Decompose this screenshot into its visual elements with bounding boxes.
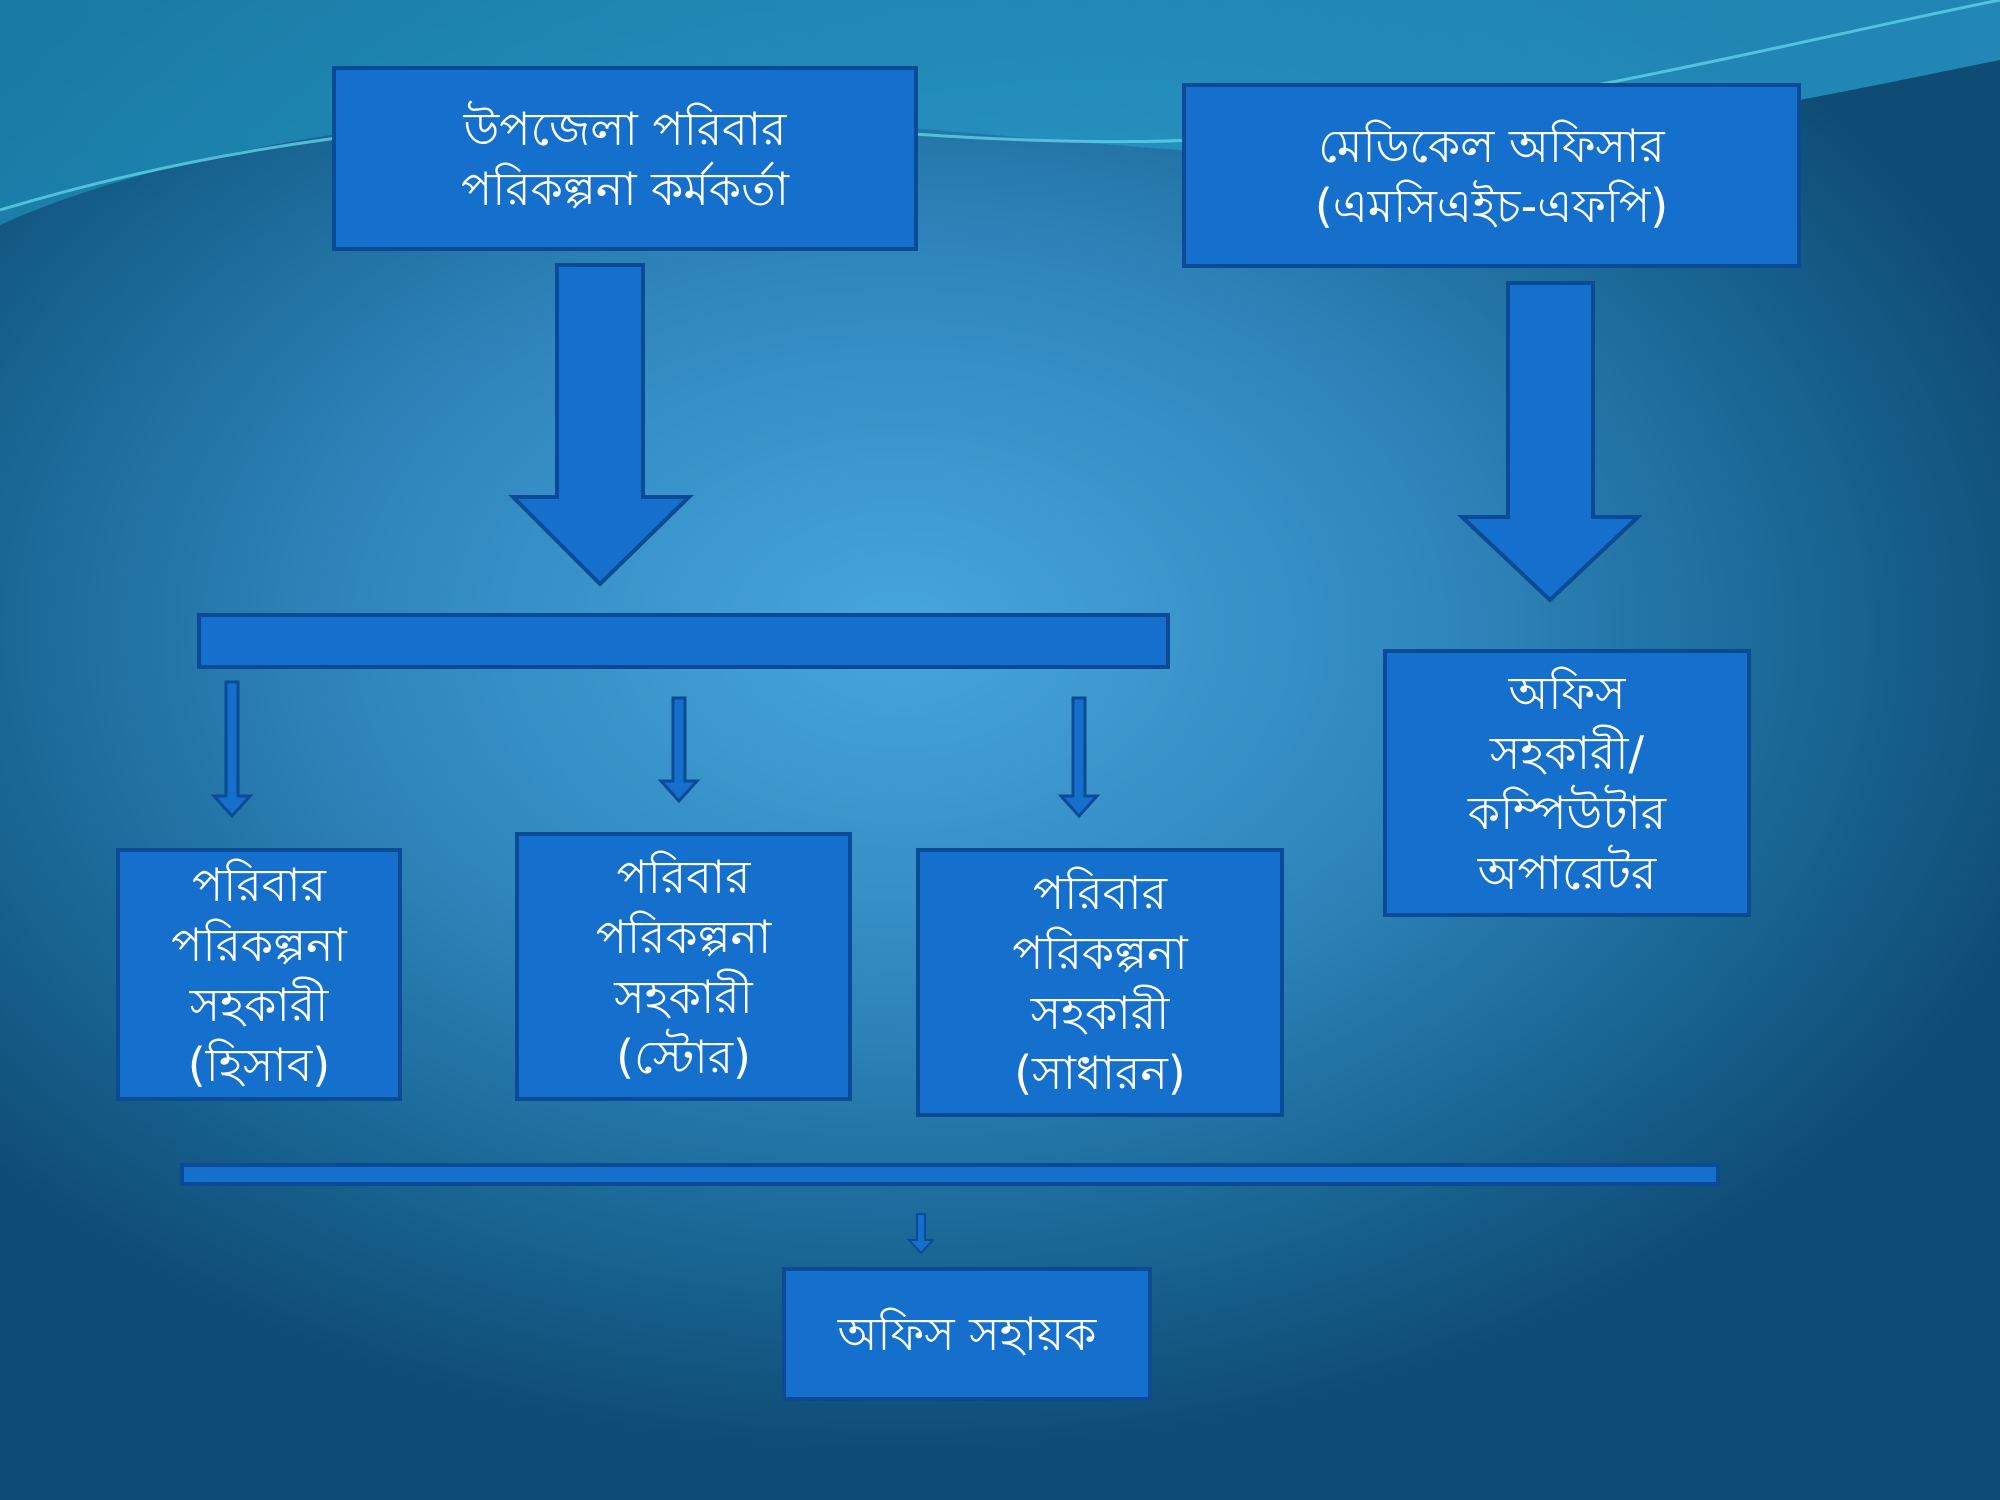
arrow-down-small-2	[657, 696, 701, 804]
node-label: পরিবার পরিকল্পনা সহকারী (স্টোর)	[595, 849, 772, 1084]
arrow-down-small-1	[210, 680, 254, 819]
node-label: পরিবার পরিকল্পনা সহকারী (হিসাব)	[171, 857, 347, 1092]
node-label: উপজেলা পরিবার পরিকল্পনা কর্মকর্তা	[461, 101, 789, 216]
arrow-down-large-left	[508, 263, 694, 587]
node-fpa-store: পরিবার পরিকল্পনা সহকারী (স্টোর)	[515, 832, 852, 1101]
arrow-down-small-3	[1057, 696, 1101, 819]
arrow-down-large-right	[1456, 281, 1644, 603]
node-upazila-officer: উপজেলা পরিবার পরিকল্পনা কর্মকর্তা	[332, 66, 918, 251]
node-label: মেডিকেল অফিসার (এমসিএইচ-এফপি)	[1314, 118, 1669, 233]
arrow-down-small-4	[906, 1213, 936, 1255]
node-office-helper: অফিস সহায়ক	[782, 1267, 1152, 1401]
node-office-assistant-computer-operator: অফিস সহকারী/ কম্পিউটার অপারেটর	[1383, 649, 1751, 917]
connector-bar-top	[197, 613, 1170, 669]
node-fpa-general: পরিবার পরিকল্পনা সহকারী (সাধারন)	[916, 848, 1284, 1117]
header-wave-line	[0, 0, 2000, 212]
connector-bar-bottom	[180, 1163, 1720, 1186]
node-fpa-accounts: পরিবার পরিকল্পনা সহকারী (হিসাব)	[116, 848, 402, 1101]
node-medical-officer: মেডিকেল অফিসার (এমসিএইচ-এফপি)	[1182, 83, 1801, 268]
header-wave	[0, 0, 2000, 225]
node-label: অফিস সহকারী/ কম্পিউটার অপারেটর	[1467, 666, 1667, 900]
node-label: পরিবার পরিকল্পনা সহকারী (সাধারন)	[1012, 865, 1188, 1100]
node-label: অফিস সহায়ক	[837, 1307, 1097, 1361]
